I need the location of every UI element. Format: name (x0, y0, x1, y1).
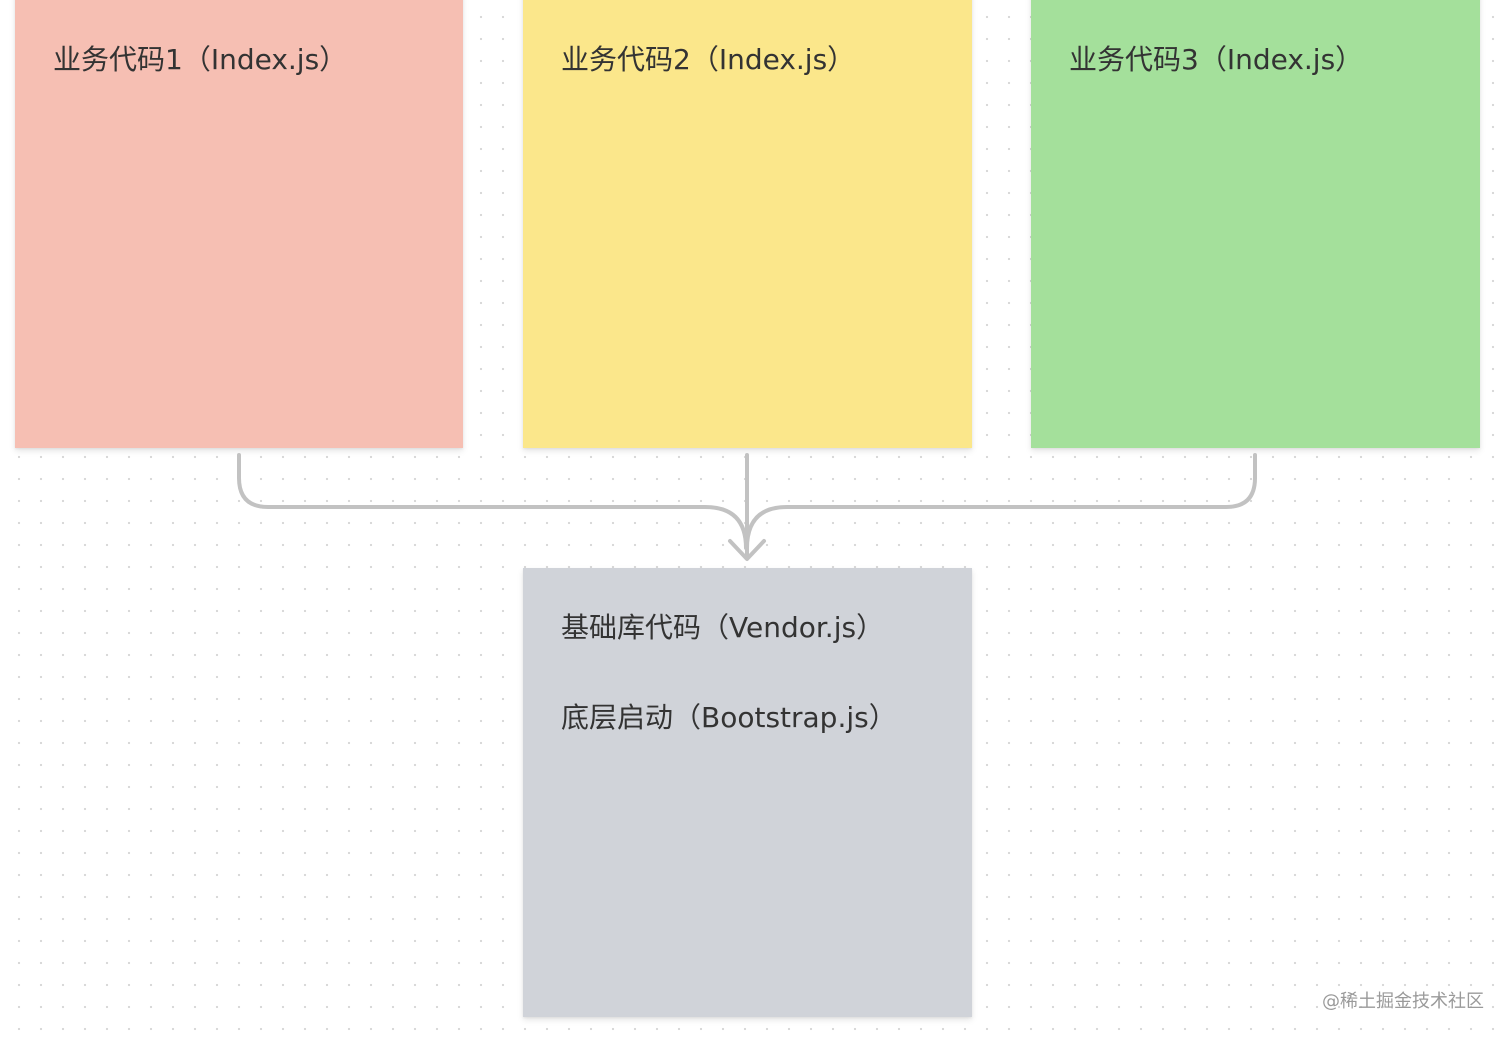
connector-right-branch (745, 453, 1257, 550)
sticky-note-business-code-1[interactable]: 业务代码1（Index.js） (15, 0, 463, 448)
sticky-note-business-code-3[interactable]: 业务代码3（Index.js） (1031, 0, 1480, 448)
note-title: 业务代码1（Index.js） (53, 43, 348, 76)
base-note-vendor-line: 基础库代码（Vendor.js） (561, 611, 885, 644)
connector-left-branch (237, 453, 748, 550)
note-title: 业务代码2（Index.js） (561, 43, 856, 76)
base-note-bootstrap-line: 底层启动（Bootstrap.js） (561, 701, 897, 734)
watermark: @稀土掘金技术社区 (1322, 991, 1484, 1012)
note-title: 业务代码3（Index.js） (1069, 43, 1364, 76)
sticky-note-business-code-2[interactable]: 业务代码2（Index.js） (523, 0, 972, 448)
sticky-note-base-code[interactable]: 基础库代码（Vendor.js） 底层启动（Bootstrap.js） (523, 568, 972, 1017)
arrowhead-icon (728, 539, 766, 561)
